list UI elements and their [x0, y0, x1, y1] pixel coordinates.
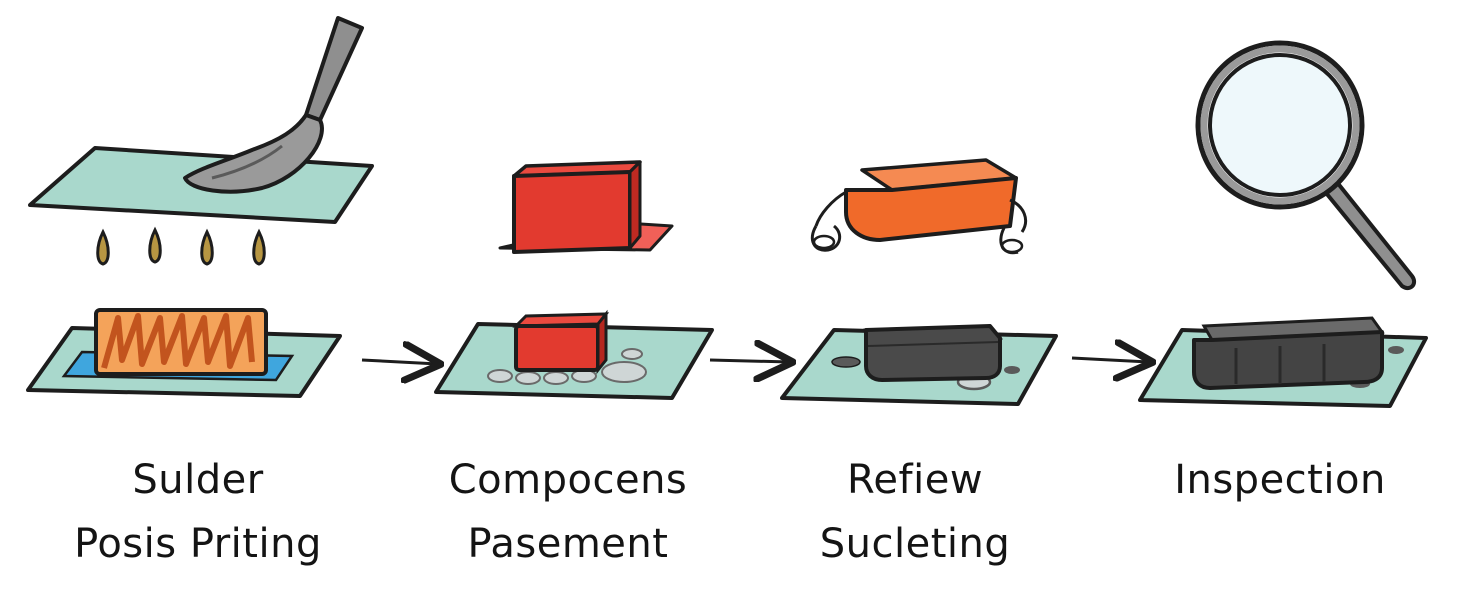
step-3-title-line-1: Refiew [846, 457, 984, 503]
arrow-right-icon [361, 360, 438, 364]
step-1-illustration [26, 16, 374, 398]
step-2-title-line-1: Compocens [448, 457, 688, 503]
step-3-title-line-2: Sucleting [819, 521, 1011, 567]
step-2-illustration [434, 160, 714, 400]
step-label-inspection: Inspection [1110, 448, 1450, 512]
step-2-title-line-2: Pasement [467, 521, 669, 567]
arrow-right-icon [709, 360, 790, 362]
step-4-illustration [1138, 40, 1428, 408]
step-label-reflow-soldering: Refiew Sucleting [745, 448, 1085, 576]
step-1-title-line-2: Posis Priting [74, 521, 322, 567]
solder-paste-block [94, 308, 268, 376]
oven-icon [811, 158, 1027, 255]
solder-droplet-icon [96, 226, 266, 266]
ic-package-icon [1192, 316, 1385, 390]
step-4-title-line-1: Inspection [1174, 457, 1386, 503]
step-3-illustration [780, 158, 1058, 406]
placed-component [512, 309, 610, 375]
step-label-solder-paste-printing: Sulder Posis Priting [28, 448, 368, 576]
magnifying-glass-icon [1195, 40, 1417, 291]
step-1-title-line-1: Sulder [132, 457, 264, 503]
step-label-component-placement: Compocens Pasement [398, 448, 738, 576]
ic-package-icon [863, 324, 1004, 382]
arrow-right-icon [1071, 358, 1150, 362]
component-chip-icon [498, 160, 674, 254]
squeegee-icon [183, 16, 364, 194]
